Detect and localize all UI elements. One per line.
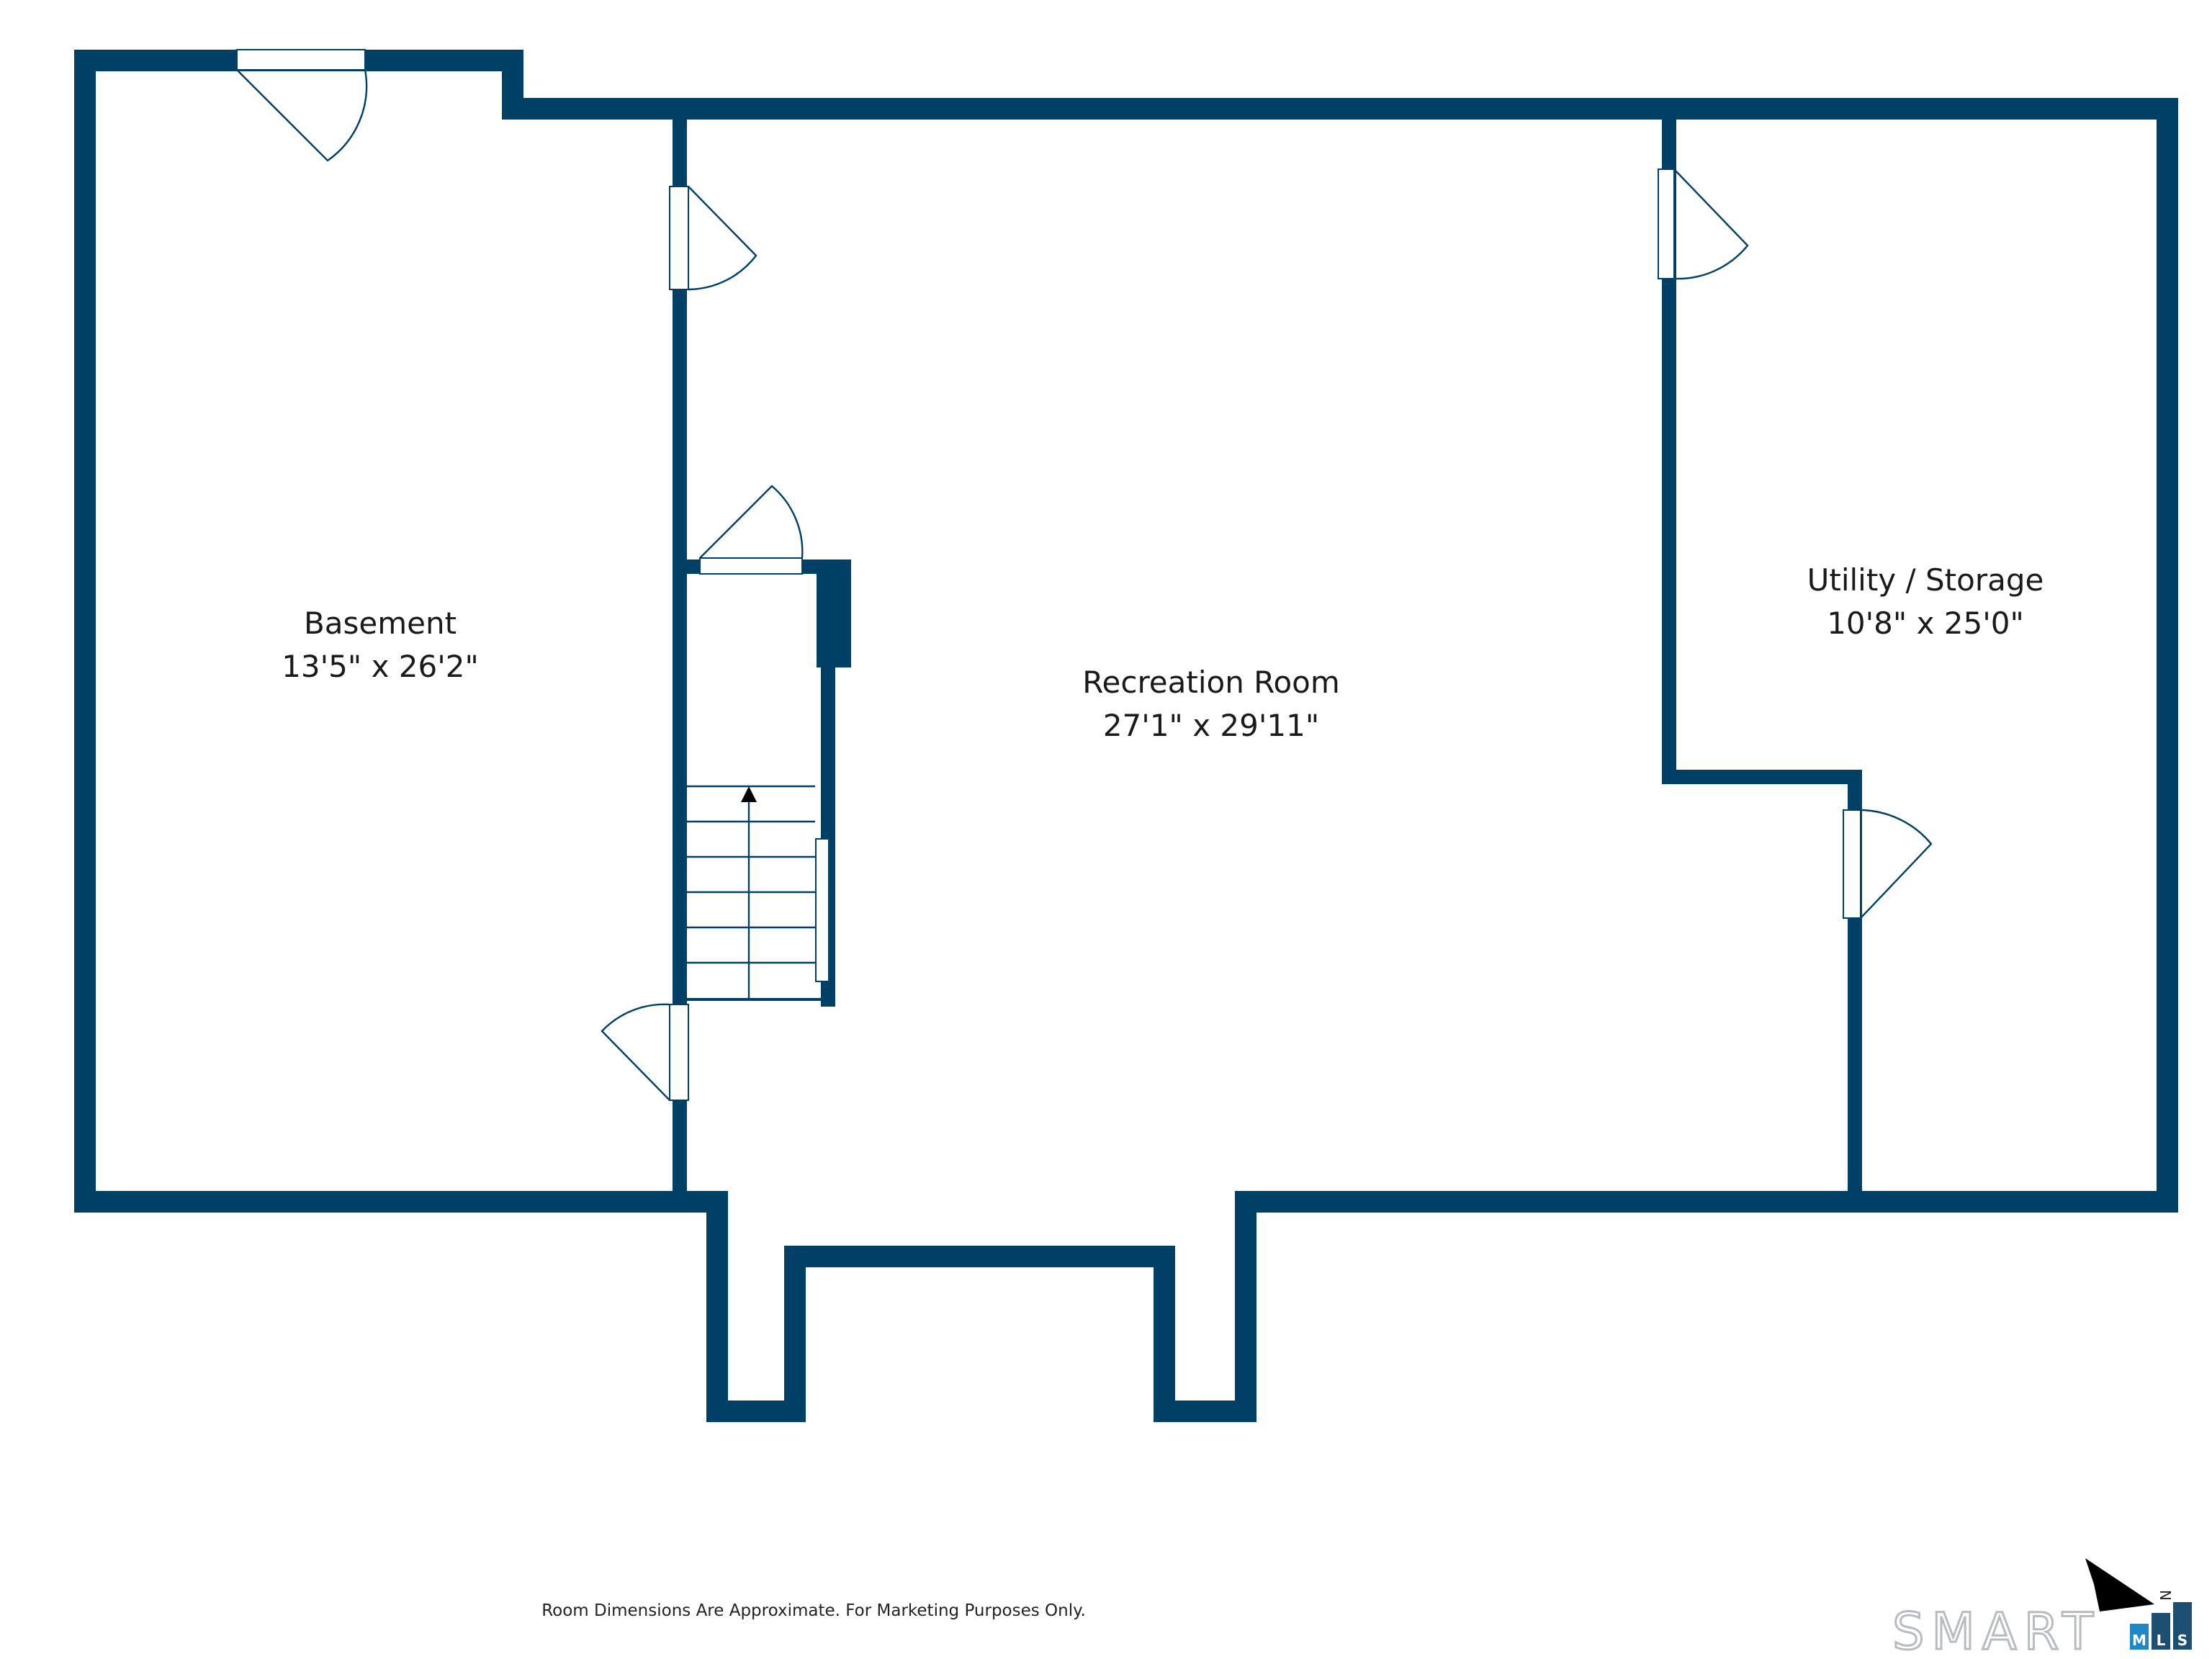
door-utility-top [1658,168,1749,280]
outer-walls [74,50,2178,1422]
stair-arrow-icon [741,786,757,802]
logo-square-m [2130,1624,2149,1650]
stair-wall-block [817,559,851,667]
logo-wordmark: SMART [1892,1602,2100,1659]
logo-letter-s: S [2177,1632,2188,1649]
room-dims-basement: 13'5" x 26'2" [282,649,479,684]
room-name-recreation: Recreation Room [1082,665,1340,700]
door-upper-left-rec [669,186,757,291]
door-utility-lower [1843,809,1933,919]
door-stair-top [699,485,804,575]
logo-square-l [2152,1613,2170,1650]
north-label: N [2157,1590,2174,1601]
door-lower-left-basement [601,1003,689,1101]
smart-mls-logo: SMART M L S [1892,1601,2192,1659]
north-arrow-icon: N [2085,1558,2174,1611]
room-name-utility: Utility / Storage [1807,562,2044,598]
room-dims-recreation: 27'1" x 29'11" [1103,708,1319,743]
logo-square-s [2173,1602,2192,1650]
logo-letter-m: M [2132,1632,2146,1649]
logo-letter-l: L [2157,1632,2166,1649]
room-dims-utility: 10'8" x 25'0" [1827,606,2024,641]
door-stair-side [815,838,830,982]
disclaimer-text: Room Dimensions Are Approximate. For Mar… [541,1601,1086,1620]
interior-walls [673,102,1862,1209]
room-name-basement: Basement [304,606,457,641]
door-top-basement [236,49,368,162]
staircase [687,785,815,999]
